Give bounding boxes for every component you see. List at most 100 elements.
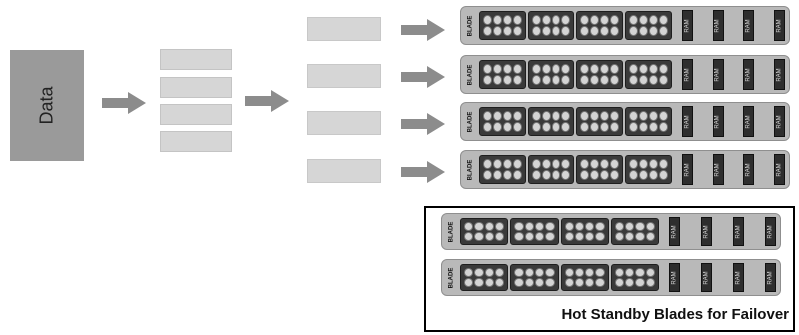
cpu-core [494, 222, 505, 231]
cpu-core [531, 122, 541, 132]
cpu-chip [576, 155, 624, 184]
cpu-core [600, 64, 610, 74]
stack-segment [160, 131, 232, 152]
cpu-core [629, 170, 638, 180]
cpu-core [595, 278, 605, 287]
stack-segment [160, 49, 232, 70]
cpu-core [645, 268, 656, 277]
cpu-core [561, 111, 571, 121]
cpu-chip [527, 155, 575, 184]
blade-label: BLADE [448, 221, 455, 242]
ram-module: RAM [765, 263, 776, 292]
cpu-core [610, 159, 620, 169]
cpu-core [492, 15, 502, 25]
cpu-core [658, 170, 668, 180]
cpu-core [474, 268, 484, 277]
cpu-core [600, 111, 610, 121]
cpu-core [502, 159, 512, 169]
cpu-core [492, 170, 502, 180]
ram-module: RAM [669, 217, 681, 246]
cpu-core [639, 111, 648, 121]
cpu-core [541, 122, 551, 132]
data-label: Data [36, 86, 57, 125]
cpu-core [551, 75, 561, 85]
data-partition [307, 17, 381, 41]
cpu-core [629, 26, 638, 36]
arrow-partition-to-blade-icon [401, 66, 445, 93]
cpu-core [645, 232, 656, 241]
cpu-core [474, 232, 484, 241]
arrow-partition-to-blade-icon [401, 113, 445, 140]
cpu-core [492, 122, 502, 132]
cpu-core [580, 15, 590, 25]
cpu-core [590, 15, 600, 25]
cpu-core [514, 232, 524, 241]
cpu-core [512, 15, 522, 25]
cpu-core [658, 75, 668, 85]
cpu-core [639, 75, 648, 85]
cpu-core [574, 278, 585, 287]
cpu-core [531, 159, 541, 169]
cpu-core [541, 15, 551, 25]
cpu-core [541, 64, 551, 74]
cpu-core [639, 159, 648, 169]
stack-segment [160, 104, 232, 125]
cpu-core [464, 268, 474, 277]
cpu-core [492, 159, 502, 169]
cpu-chip [560, 218, 609, 245]
cpu-core [635, 278, 645, 287]
cpu-core [590, 26, 600, 36]
ram-module: RAM [712, 10, 724, 41]
cpu-core [561, 159, 571, 169]
ram-module: RAM [681, 106, 693, 137]
cpu-core [483, 111, 492, 121]
cpu-chip [625, 60, 672, 89]
cpu-chip [479, 11, 526, 40]
cpu-core [585, 232, 595, 241]
data-source-box: Data [10, 50, 84, 161]
cpu-core [645, 222, 656, 231]
cpu-core [512, 26, 522, 36]
cpu-chip [510, 264, 559, 291]
cpu-core [595, 268, 605, 277]
cpu-core [648, 64, 658, 74]
ram-module: RAM [701, 217, 713, 246]
cpu-chip [479, 60, 526, 89]
cpu-core [514, 222, 524, 231]
cpu-core [629, 15, 638, 25]
ram-module: RAM [712, 59, 724, 90]
cpu-core [614, 222, 625, 231]
cpu-core [610, 15, 620, 25]
cpu-core [483, 75, 492, 85]
cpu-core [574, 232, 585, 241]
cpu-core [600, 26, 610, 36]
cpu-core [564, 222, 574, 231]
cpu-core [580, 64, 590, 74]
cpu-core [514, 268, 524, 277]
cpu-core [534, 278, 545, 287]
cpu-core [590, 122, 600, 132]
cpu-core [483, 64, 492, 74]
cpu-core [502, 26, 512, 36]
cpu-core [585, 268, 595, 277]
cpu-core [629, 75, 638, 85]
ram-module: RAM [681, 59, 693, 90]
cpu-core [648, 26, 658, 36]
cpu-core [629, 159, 638, 169]
cpu-core [483, 15, 492, 25]
cpu-core [514, 278, 524, 287]
blade-label: BLADE [467, 15, 474, 36]
cpu-core [541, 159, 551, 169]
cpu-core [561, 75, 571, 85]
blade-label: BLADE [467, 111, 474, 132]
cpu-core [658, 122, 668, 132]
cpu-core [600, 75, 610, 85]
cpu-core [658, 26, 668, 36]
cpu-core [590, 170, 600, 180]
cpu-core [531, 15, 541, 25]
ram-module: RAM [681, 10, 693, 41]
